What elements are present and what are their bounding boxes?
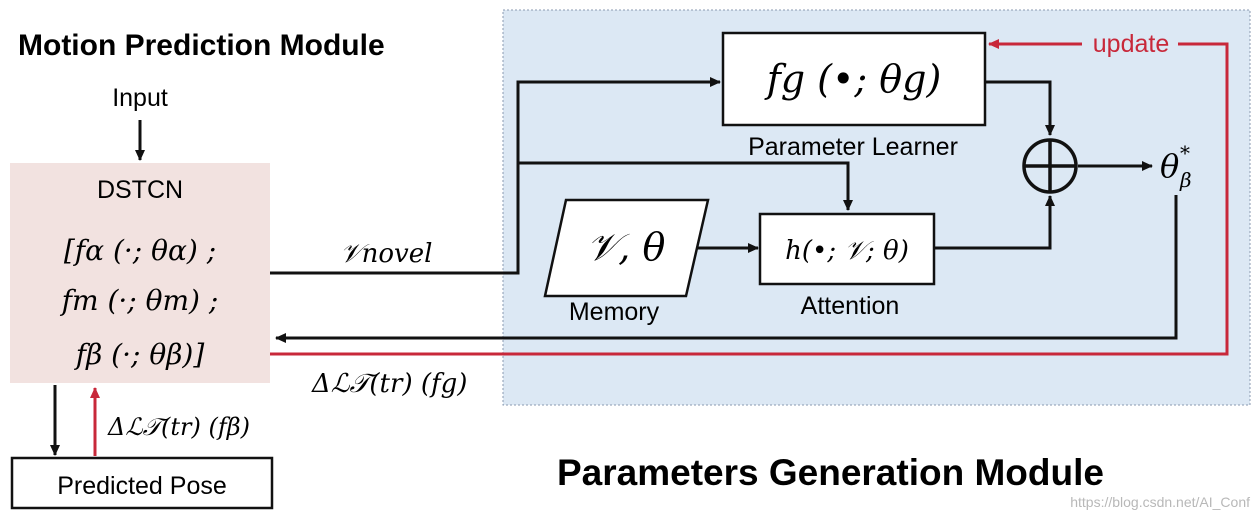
parameter-learner-formula: fg (•; θg) bbox=[764, 57, 942, 101]
svg-text:θ: θ bbox=[1160, 147, 1179, 185]
predicted-pose-label: Predicted Pose bbox=[57, 472, 227, 500]
dstcn-label: DSTCN bbox=[97, 176, 183, 204]
parameter-learner-label: Parameter Learner bbox=[748, 133, 958, 161]
delta-loss-fbeta: Δℒ𝒯(tr) (fβ) bbox=[107, 413, 250, 441]
update-feedback-path bbox=[270, 42, 1229, 356]
predicted-pose-box bbox=[10, 456, 274, 510]
attention-box bbox=[758, 212, 936, 286]
v-novel-to-attention-path bbox=[518, 161, 853, 211]
dstcn-formula-alpha: [fα (·; θα) ; bbox=[64, 234, 216, 267]
memory-formula: 𝒱, θ bbox=[587, 225, 666, 269]
attention-label: Attention bbox=[801, 292, 900, 320]
motion-module-title: Motion Prediction Module bbox=[18, 29, 385, 62]
learner-to-sum-path bbox=[985, 80, 1055, 136]
delta-loss-fg: Δℒ𝒯(tr) (fg) bbox=[311, 369, 467, 399]
dstcn-formula-beta: fβ (·; θβ)] bbox=[74, 338, 205, 371]
v-novel-label: 𝒱novel bbox=[340, 239, 432, 269]
v-novel-path bbox=[270, 77, 721, 275]
svg-text:β: β bbox=[1179, 168, 1192, 192]
svg-text:*: * bbox=[1180, 141, 1190, 165]
theta-to-dstcn-path bbox=[275, 195, 1178, 343]
attention-to-sum-path bbox=[934, 195, 1055, 250]
parameter-learner-box bbox=[721, 31, 987, 127]
memory-label: Memory bbox=[569, 298, 660, 326]
memory-box bbox=[543, 198, 710, 298]
theta-beta-star-label: θ β * bbox=[1160, 141, 1192, 192]
attention-formula: h(•; 𝒱; θ) bbox=[785, 236, 909, 266]
sum-operator-icon bbox=[1022, 138, 1078, 194]
parameters-module-title: Parameters Generation Module bbox=[557, 452, 1104, 493]
watermark-text: https://blog.csdn.net/AI_Conf bbox=[1070, 494, 1250, 510]
update-label: update bbox=[1093, 30, 1169, 58]
input-label: Input bbox=[112, 84, 168, 112]
dstcn-block bbox=[10, 163, 270, 383]
dstcn-formula-m: fm (·; θm) ; bbox=[60, 284, 219, 317]
